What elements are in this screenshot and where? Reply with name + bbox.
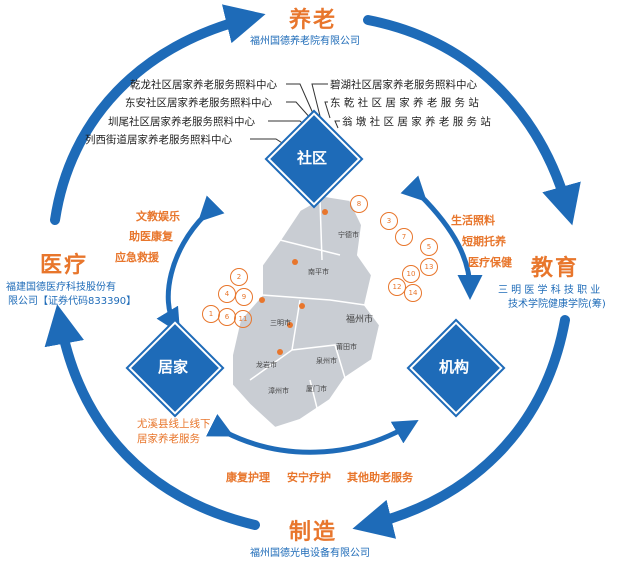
map-badge: 4 bbox=[218, 285, 236, 303]
inner-arrow-right bbox=[400, 175, 483, 300]
bottom-title: 制造 bbox=[289, 520, 338, 545]
map-badge: 8 bbox=[350, 195, 368, 213]
top-subtitle: 福州国德养老院有限公司 bbox=[250, 36, 360, 47]
map-label-sanming: 三明市 bbox=[270, 319, 291, 327]
map-badge: 2 bbox=[230, 268, 248, 286]
home-service: 应急救援 bbox=[115, 251, 159, 264]
map-badge: 11 bbox=[234, 310, 252, 328]
institution-label: 机构 bbox=[438, 358, 469, 376]
bottom-service: 其他助老服务 bbox=[347, 471, 413, 484]
map-badge: 7 bbox=[395, 228, 413, 246]
map-label-xiamen: 厦门市 bbox=[306, 385, 327, 393]
map-label-nanping: 南平市 bbox=[308, 268, 329, 276]
home-service: 文教娱乐 bbox=[136, 210, 180, 223]
community-label: 社区 bbox=[296, 149, 327, 167]
inner-arrow-left bbox=[156, 195, 225, 334]
map-label-zhangzhou: 漳州市 bbox=[268, 387, 289, 395]
map-label-ningde: 宁德市 bbox=[338, 231, 359, 239]
left-center-item: 东安社区居家养老服务照料中心 bbox=[125, 97, 272, 109]
institution-service: 短期托养 bbox=[462, 235, 506, 248]
map-label-putian: 莆田市 bbox=[336, 343, 357, 351]
outer-arrow-left-top bbox=[50, 4, 266, 225]
map-label-longyan: 龙岩市 bbox=[256, 361, 277, 369]
right-center-item: 碧湖社区居家养老服务照料中心 bbox=[330, 79, 477, 91]
inner-arrow-bottom bbox=[205, 414, 419, 455]
map-badge: 10 bbox=[402, 265, 420, 283]
home-label: 居家 bbox=[157, 358, 188, 376]
left-subtitle-line2: 限公司【证券代码833390】 bbox=[8, 296, 137, 307]
right-center-item: 东 乾 社 区 居 家 养 老 服 务 站 bbox=[330, 97, 479, 109]
map-badge: 5 bbox=[420, 238, 438, 256]
right-center-item: 翁 墩 社 区 居 家 养 老 服 务 站 bbox=[342, 116, 491, 128]
home-note-line2: 居家养老服务 bbox=[137, 433, 200, 445]
institution-service: 生活照料 bbox=[451, 214, 495, 227]
right-subtitle-line2: 技术学院健康学院(筹) bbox=[508, 299, 606, 310]
home-service: 助医康复 bbox=[129, 230, 173, 243]
map-badge: 13 bbox=[420, 258, 438, 276]
map-badge: 14 bbox=[404, 284, 422, 302]
map-badge: 3 bbox=[380, 212, 398, 230]
bottom-service: 康复护理 bbox=[226, 471, 270, 484]
top-title: 养老 bbox=[289, 8, 338, 33]
right-title: 教育 bbox=[531, 256, 580, 281]
bottom-subtitle: 福州国德光电设备有限公司 bbox=[250, 548, 370, 559]
map-badge: 9 bbox=[235, 288, 253, 306]
outer-arrow-top-right bbox=[363, 15, 581, 226]
left-center-item: 乾龙社区居家养老服务照料中心 bbox=[130, 79, 277, 91]
map-label-quanzhou: 泉州市 bbox=[316, 357, 337, 365]
right-subtitle-line1: 三 明 医 学 科 技 职 业 bbox=[498, 285, 601, 296]
fujian-map bbox=[231, 194, 382, 430]
outer-arrow-bottom-left bbox=[44, 304, 260, 530]
left-title: 医疗 bbox=[40, 253, 89, 278]
institution-service: 医疗保健 bbox=[468, 256, 512, 269]
left-center-item: 圳尾社区居家养老服务照料中心 bbox=[108, 116, 255, 128]
outer-arrow-right-bottom bbox=[352, 315, 570, 539]
home-note-line1: 尤溪县线上线下 bbox=[137, 418, 211, 430]
map-label-fuzhou: 福州市 bbox=[346, 315, 374, 325]
bottom-service: 安宁疗护 bbox=[287, 471, 331, 484]
left-center-item: 列西街道居家养老服务照料中心 bbox=[85, 134, 232, 146]
left-subtitle-line1: 福建国德医疗科技股份有 bbox=[6, 282, 116, 293]
